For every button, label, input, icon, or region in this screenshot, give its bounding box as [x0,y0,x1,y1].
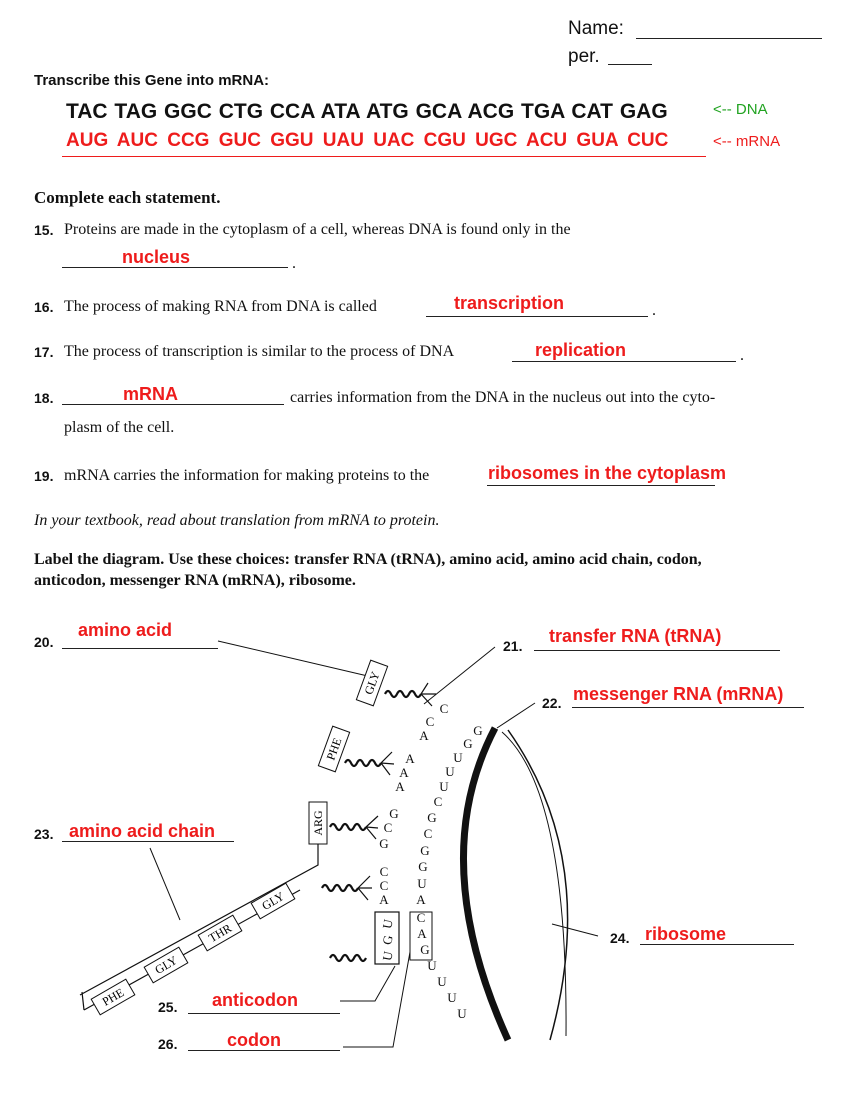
label-22-answer: messenger RNA (mRNA) [573,684,784,704]
label-23-answer: amino acid chain [69,821,216,841]
q15-text: Proteins are made in the cytoplasm of a … [64,221,571,238]
label-24-blank[interactable] [640,944,794,945]
anticodon-3-base-3: G [379,836,388,851]
q19-answer: ribosomes in the cytoplasm [488,463,727,483]
period-field[interactable] [608,64,652,65]
mrna-underline [62,156,706,157]
anticodon-5-base-1: U [379,917,396,929]
q16-number: 16. [34,299,54,315]
mrna-sequence: AUG AUC CCG GUC GGU UAU UAC CGU UGC ACU … [66,130,669,151]
q16-period: . [652,302,656,319]
textbook-note: In your textbook, read about translation… [34,512,440,529]
label-20-answer: amino acid [78,620,173,640]
label-26-number: 26. [158,1036,178,1052]
mrna-base-16: U [427,958,437,973]
mrna-base-11: U [417,876,427,891]
mrna-strand [460,726,512,1042]
mrna-base-7: G [427,810,436,825]
anticodon-4-base-1: C [380,864,389,879]
q17-answer: replication [535,340,627,360]
label-25-answer: anticodon [212,990,298,1010]
q15-blank[interactable] [62,267,288,268]
label-24-number: 24. [610,930,630,946]
mrna-base-15: G [420,942,429,957]
q18-number: 18. [34,390,54,406]
q19-text: mRNA carries the information for making … [64,467,430,484]
anticodon-1-base-1: C [440,701,449,716]
mrna-base-9: G [420,843,429,858]
mrna-base-4: U [445,764,455,779]
label-21-blank[interactable] [534,650,780,651]
label-21-number: 21. [503,638,523,654]
diagram-instruction-2: anticodon, messenger RNA (mRNA), ribosom… [34,572,356,589]
mrna-base-2: G [463,736,472,751]
label-20-number: 20. [34,634,54,650]
anticodon-1-base-3: A [419,728,429,743]
label-22-number: 22. [542,695,562,711]
mrna-tag: <-- mRNA [713,133,781,150]
q17-number: 17. [34,344,54,360]
label-20-blank[interactable] [62,648,218,649]
label-25-number: 25. [158,999,178,1015]
dna-sequence: TAC TAG GGC CTG CCA ATA ATG GCA ACG TGA … [66,100,668,123]
q17-period: . [740,347,744,364]
label-21-answer: transfer RNA (tRNA) [549,626,722,646]
anticodon-2-base-3: A [395,779,405,794]
diagram-instruction-1: Label the diagram. Use these choices: tr… [34,551,702,568]
q15-answer: nucleus [122,247,191,267]
mrna-base-17: U [437,974,447,989]
trna-amino-acid-phe: PHE [324,736,345,762]
q16-answer: transcription [454,293,565,313]
mrna-base-1: G [473,723,482,738]
anticodon-2-base-1: A [405,751,415,766]
ribosome-shape [507,729,569,1041]
anticodon-1-base-2: C [426,714,435,729]
anticodon-4-base-3: A [379,892,389,907]
label-24-answer: ribosome [645,924,727,944]
q15-period: . [292,255,296,272]
q18-blank[interactable] [62,404,284,405]
mrna-base-8: C [424,826,433,841]
q15-number: 15. [34,222,54,238]
q18-text: carries information from the DNA in the … [290,389,716,406]
label-26-blank[interactable] [188,1050,340,1051]
anticodon-5-base-2: G [379,934,395,946]
mrna-base-3: U [453,750,463,765]
mrna-base-6: C [434,794,443,809]
section-heading: Complete each statement. [34,188,221,207]
label-23-number: 23. [34,826,54,842]
transcribe-instruction: Transcribe this Gene into mRNA: [34,72,270,89]
label-23-blank[interactable] [62,841,234,842]
label-26-answer: codon [227,1030,281,1050]
q18-answer: mRNA [123,384,179,404]
q17-text: The process of transcription is similar … [64,343,455,360]
mrna-base-19: U [457,1006,467,1021]
mrna-base-5: U [439,779,449,794]
q19-blank[interactable] [487,485,715,486]
mrna-base-10: G [418,859,427,874]
q17-blank[interactable] [512,361,736,362]
anticodon-5-base-3: U [379,949,396,961]
anticodon-3-base-1: G [389,806,398,821]
period-label: per. [568,46,600,67]
dna-tag: <-- DNA [713,101,768,118]
q19-number: 19. [34,468,54,484]
q16-blank[interactable] [426,316,648,317]
name-field[interactable] [636,38,822,39]
q18-text-cont: plasm of the cell. [64,419,175,436]
anticodon-3-base-2: C [384,820,393,835]
mrna-base-18: U [447,990,457,1005]
label-25-blank[interactable] [188,1013,340,1014]
q16-text: The process of making RNA from DNA is ca… [64,298,377,315]
anticodon-4-base-2: C [380,878,389,893]
mrna-base-12: A [416,892,426,907]
mrna-base-13: C [417,910,426,925]
label-22-blank[interactable] [572,707,804,708]
trna-amino-acid-arg: ARG [311,810,325,836]
name-label: Name: [568,18,624,39]
anticodon-2-base-2: A [399,765,409,780]
mrna-base-14: A [417,926,427,941]
